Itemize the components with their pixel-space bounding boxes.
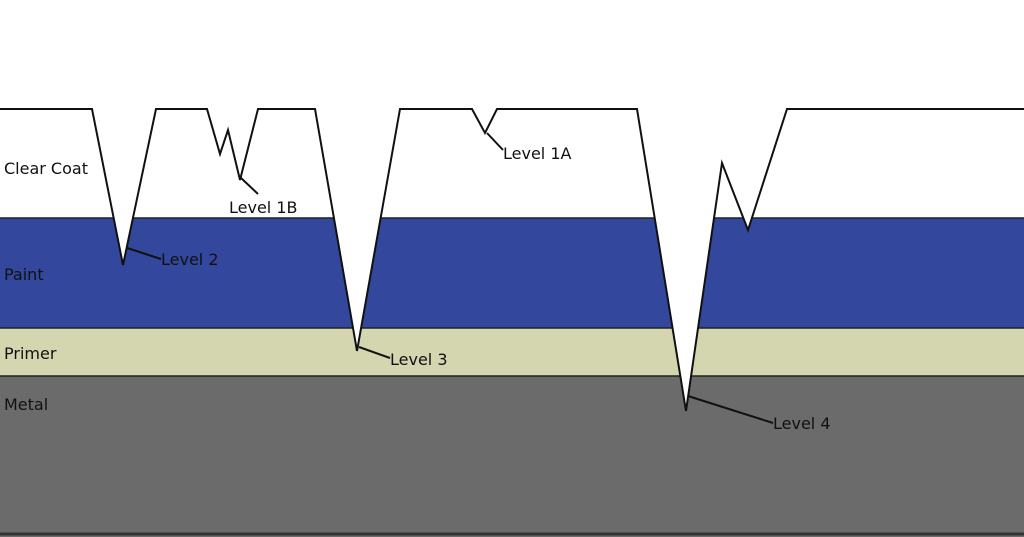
defect-label-level-1a: Level 1A (503, 144, 572, 163)
leader-level-1b (240, 177, 259, 195)
clear-coat-layer (0, 109, 1024, 218)
layer-label-primer: Primer (4, 344, 57, 363)
leader-level-2 (126, 247, 162, 260)
surface-profile (0, 108, 1024, 412)
surface-scratches (0, 0, 1024, 411)
metal-layer (0, 376, 1024, 537)
layer-label-metal: Metal (4, 395, 48, 414)
layer-label-paint: Paint (4, 265, 44, 284)
paint-layer (0, 218, 1024, 328)
defect-label-level-2: Level 2 (161, 250, 219, 269)
leader-level-4 (687, 395, 774, 424)
defect-label-level-4: Level 4 (773, 414, 831, 433)
primer-layer (0, 328, 1024, 376)
layer-label-clear-coat: Clear Coat (4, 159, 88, 178)
defect-label-level-3: Level 3 (390, 350, 448, 369)
leader-level-3 (358, 346, 391, 359)
defect-label-level-1b: Level 1B (229, 198, 297, 217)
leader-level-1a (486, 132, 504, 151)
